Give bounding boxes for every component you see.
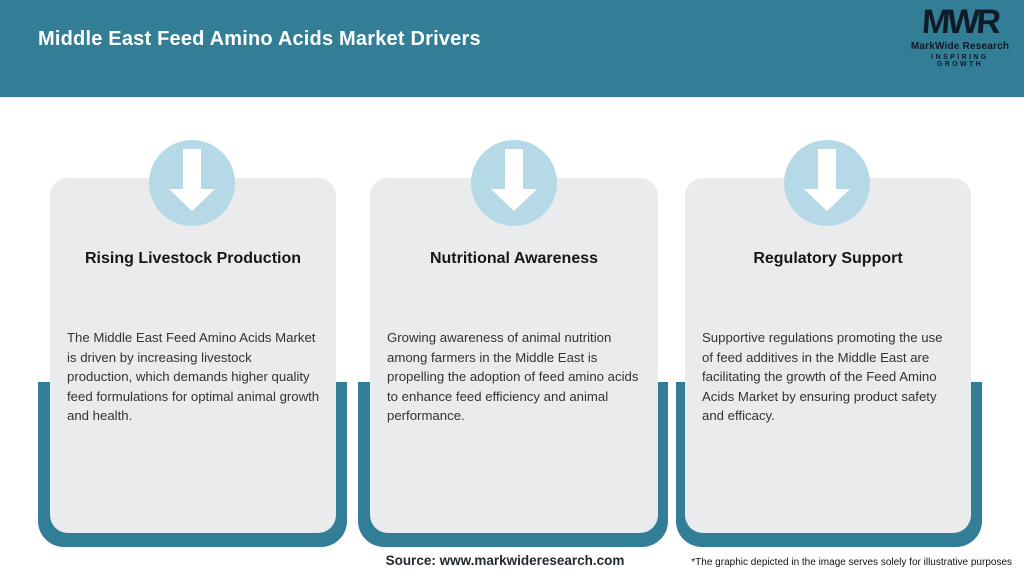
card-description: Growing awareness of animal nutrition am… xyxy=(387,330,639,423)
source-text: Source: www.markwideresearch.com xyxy=(385,553,625,568)
card-title: Rising Livestock Production xyxy=(84,250,302,267)
driver-card-regulatory-support: Regulatory Support Supportive regulation… xyxy=(685,178,971,533)
driver-card-rising-livestock-production: Rising Livestock Production The Middle E… xyxy=(50,178,336,533)
logo-name: MarkWide Research xyxy=(910,41,1010,52)
card-description: Supportive regulations promoting the use… xyxy=(702,330,943,423)
down-arrow-icon xyxy=(149,140,235,226)
disclaimer-text: *The graphic depicted in the image serve… xyxy=(691,557,1012,568)
page-title: Middle East Feed Amino Acids Market Driv… xyxy=(38,27,481,50)
down-arrow-icon xyxy=(784,140,870,226)
card-title: Regulatory Support xyxy=(753,250,903,267)
card-description: The Middle East Feed Amino Acids Market … xyxy=(67,330,320,423)
logo-tagline: INSPIRING GROWTH xyxy=(931,54,989,68)
header-bar: Middle East Feed Amino Acids Market Driv… xyxy=(0,0,1024,97)
logo-acronym: MWR xyxy=(920,3,1000,41)
card-title: Nutritional Awareness xyxy=(429,250,599,267)
driver-card-nutritional-awareness: Nutritional Awareness Growing awareness … xyxy=(370,178,658,533)
down-arrow-icon xyxy=(471,140,557,226)
brand-logo: MWR MarkWide Research INSPIRING GROWTH xyxy=(910,3,1010,68)
